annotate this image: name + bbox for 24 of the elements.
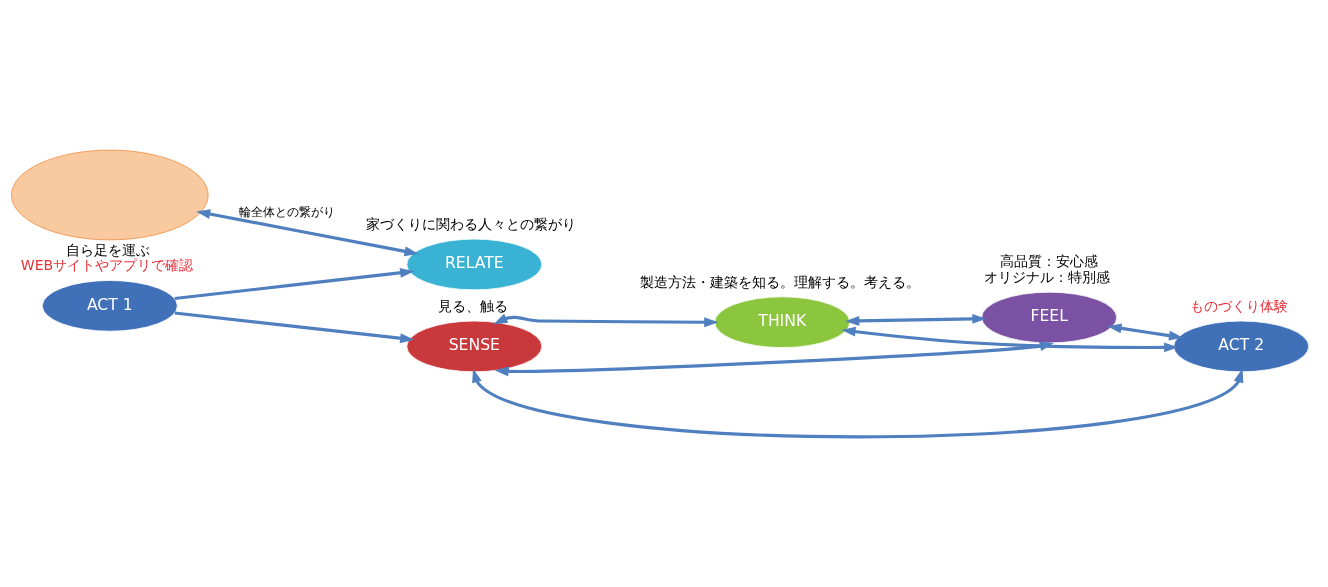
node-ellipse: RELATE	[406, 238, 543, 291]
node-ellipse: ACT 2	[1173, 320, 1310, 373]
arrow	[174, 267, 415, 301]
node-label: 高品質：安心感	[999, 253, 1098, 270]
arrow	[1107, 323, 1184, 341]
node-ellipse: ACT 1	[41, 280, 178, 332]
arrow	[493, 313, 719, 328]
node-ellipse: FEEL	[981, 291, 1118, 344]
arrow	[196, 209, 419, 257]
arrow	[174, 311, 415, 344]
arrow	[845, 313, 987, 326]
node-ellipse: THINK	[714, 296, 851, 348]
node-label: オリジナル：特別感	[984, 268, 1111, 285]
node-label: WEBサイトやアプリで確認	[20, 257, 194, 274]
node-label: 自ら足を運ぶ	[66, 241, 151, 258]
node-label: 家づくりに関わる人々との繋がり	[365, 215, 576, 232]
arrow	[494, 341, 1054, 377]
arrow	[472, 368, 1244, 439]
node-label: 見る、触る	[438, 297, 509, 314]
node-label: ものづくり体験	[1190, 297, 1289, 314]
node-ellipse: SENSE	[406, 320, 543, 373]
node-label: 製造方法・建築を知る。理解する。考える。	[639, 273, 920, 290]
edge-label: 輪全体との繋がり	[239, 203, 335, 219]
arrow	[841, 326, 1179, 353]
